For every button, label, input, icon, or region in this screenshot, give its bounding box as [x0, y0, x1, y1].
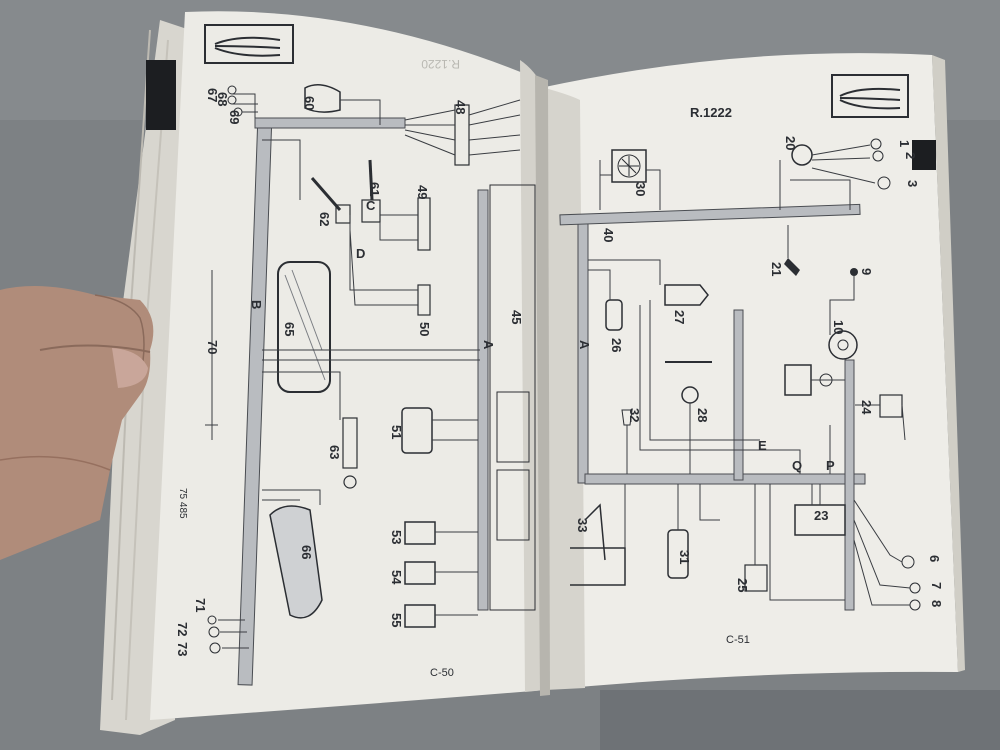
svg-text:65: 65	[282, 322, 297, 336]
svg-text:69: 69	[227, 110, 242, 124]
svg-text:1: 1	[897, 140, 912, 147]
svg-text:26: 26	[609, 338, 624, 352]
svg-text:Q: Q	[792, 458, 802, 473]
svg-text:61: 61	[367, 182, 382, 196]
svg-text:30: 30	[633, 182, 648, 196]
page-tab-left	[146, 60, 176, 130]
right-page-title: R.1222	[690, 105, 732, 120]
svg-text:25: 25	[735, 578, 750, 592]
svg-text:32: 32	[627, 408, 642, 422]
svg-text:10: 10	[831, 320, 846, 334]
svg-text:2: 2	[903, 152, 918, 159]
svg-text:70: 70	[205, 340, 220, 354]
right-wiring-diagram	[559, 74, 921, 611]
alternator-icon	[828, 330, 858, 360]
svg-text:9: 9	[859, 268, 874, 275]
right-page	[540, 53, 965, 690]
svg-text:72: 72	[175, 622, 190, 636]
svg-text:20: 20	[783, 136, 798, 150]
svg-text:7: 7	[929, 582, 944, 589]
left-wiring-diagram	[204, 24, 536, 686]
svg-text:D: D	[356, 246, 365, 261]
svg-text:48: 48	[453, 100, 468, 114]
svg-text:3: 3	[905, 180, 920, 187]
svg-text:B: B	[249, 300, 264, 309]
svg-text:73: 73	[175, 642, 190, 656]
svg-text:P: P	[826, 458, 835, 473]
svg-text:71: 71	[193, 598, 208, 612]
faint-title: R.1220	[421, 57, 460, 71]
side-code: 75 485	[177, 488, 188, 519]
svg-text:8: 8	[929, 600, 944, 607]
svg-text:28: 28	[695, 408, 710, 422]
fan-icon	[611, 149, 647, 183]
svg-text:54: 54	[389, 570, 404, 585]
right-page-number: C-51	[726, 634, 750, 646]
wire-bundle-icon-right	[831, 74, 909, 118]
svg-text:E: E	[758, 438, 767, 453]
hand	[0, 286, 154, 560]
svg-text:63: 63	[327, 445, 342, 459]
left-labels: B C D A 60 48 49 61 62 45 50 65 70 51 63…	[175, 57, 524, 679]
svg-text:6: 6	[927, 555, 942, 562]
svg-text:51: 51	[389, 425, 404, 439]
svg-text:53: 53	[389, 530, 404, 544]
svg-text:50: 50	[417, 322, 432, 336]
page-tab-right	[912, 140, 936, 170]
svg-text:31: 31	[677, 550, 692, 564]
svg-text:55: 55	[389, 613, 404, 627]
svg-text:23: 23	[814, 508, 828, 523]
svg-text:67: 67	[205, 88, 220, 102]
svg-text:27: 27	[672, 310, 687, 324]
svg-text:24: 24	[859, 400, 874, 415]
wire-bundle-icon	[204, 24, 294, 64]
svg-text:49: 49	[415, 185, 430, 199]
svg-text:60: 60	[302, 96, 317, 110]
left-page-number: C-50	[430, 667, 454, 679]
svg-text:62: 62	[317, 212, 332, 226]
svg-text:68: 68	[215, 92, 230, 106]
svg-text:40: 40	[601, 228, 616, 242]
svg-text:C: C	[366, 198, 376, 213]
svg-text:A: A	[577, 340, 592, 350]
svg-text:21: 21	[769, 262, 784, 276]
svg-text:66: 66	[299, 545, 314, 559]
right-labels: R.1222 A E Q P 1 2 3 20 30 40 21 9 27 26…	[575, 105, 944, 646]
svg-text:45: 45	[509, 310, 524, 324]
svg-text:A: A	[481, 340, 496, 350]
svg-text:33: 33	[575, 518, 590, 532]
